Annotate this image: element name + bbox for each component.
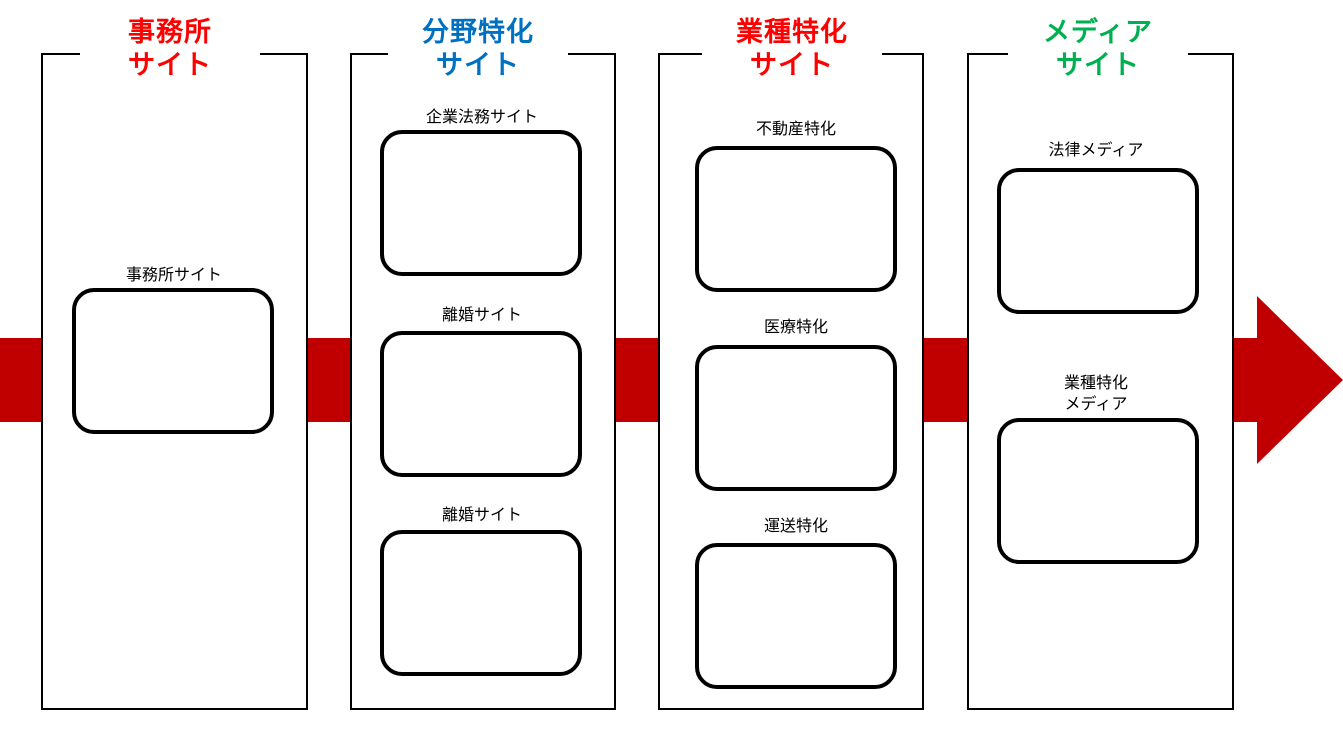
item-box-corporate-law-site [380, 130, 582, 276]
item-box-medical [695, 345, 897, 491]
item-label-divorce-site: 離婚サイト [441, 305, 522, 324]
item-label-transport: 運送特化 [763, 516, 828, 535]
column-title-field-specialized-site: 分野特化 サイト [388, 16, 568, 82]
item-label-industry-media: 業種特化 メディア [1063, 373, 1128, 413]
item-box-real-estate [695, 146, 897, 292]
column-title-office-site: 事務所 サイト [80, 16, 260, 82]
column-title-media-site: メディア サイト [1008, 16, 1188, 82]
column-media-site [967, 53, 1234, 710]
item-box-transport [695, 543, 897, 689]
column-title-line1: 事務所 [128, 17, 212, 48]
item-label-divorce-site-2: 離婚サイト [441, 505, 522, 524]
column-title-line2: サイト [1056, 50, 1140, 81]
column-title-line1: 分野特化 [422, 17, 534, 48]
column-title-line2: サイト [128, 50, 212, 81]
column-title-industry-specialized-site: 業種特化 サイト [702, 16, 882, 82]
flow-arrow-head [1257, 296, 1343, 464]
column-title-line2: サイト [750, 50, 834, 81]
item-box-legal-media [997, 168, 1199, 314]
item-label-real-estate: 不動産特化 [755, 119, 836, 138]
item-label-medical: 医療特化 [763, 317, 828, 336]
item-label-corporate-law-site: 企業法務サイト [425, 107, 538, 126]
item-box-office-site [72, 288, 274, 434]
column-title-line1: メディア [1042, 17, 1154, 48]
column-title-line2: サイト [436, 50, 520, 81]
item-label-office-site: 事務所サイト [125, 265, 222, 284]
item-box-divorce-site [380, 331, 582, 477]
item-box-industry-media [997, 418, 1199, 564]
item-box-divorce-site-2 [380, 530, 582, 676]
column-title-line1: 業種特化 [736, 17, 848, 48]
item-label-legal-media: 法律メディア [1048, 140, 1144, 159]
